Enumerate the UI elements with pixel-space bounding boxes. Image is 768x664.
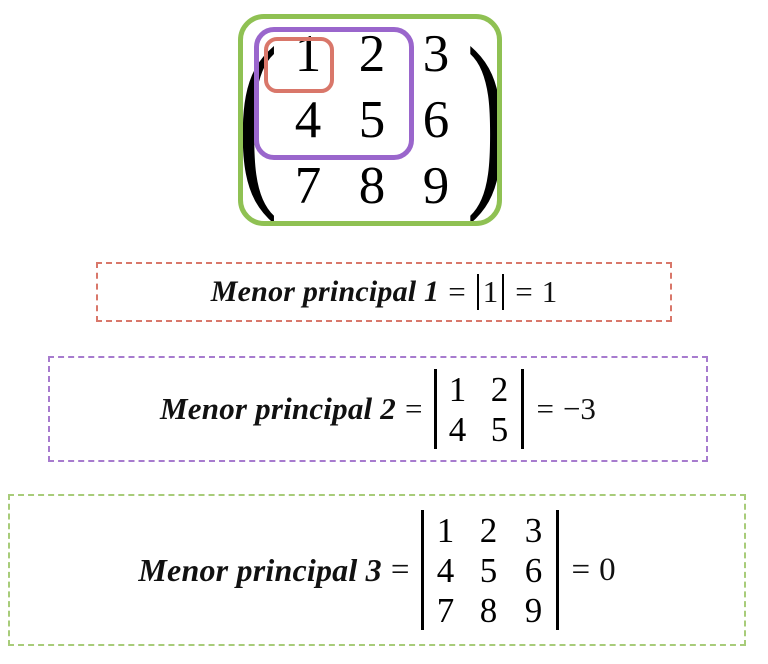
- minor-2-determinant: 1 2 4 5: [434, 369, 525, 449]
- abs-bar-left-icon: [476, 274, 479, 310]
- det-bar-right-icon: [556, 510, 560, 630]
- matrix-grid: 1 2 3 4 5 6 7 8 9: [276, 21, 468, 219]
- matrix-cell-r2c1: 4: [294, 90, 322, 149]
- minor-3-result: 0: [599, 551, 616, 588]
- det2-cell-r1c1: 1: [448, 369, 467, 409]
- minor-1-result: 1: [541, 274, 558, 309]
- matrix-cell-r2c2: 5: [358, 90, 386, 149]
- matrix-with-parentheses: ( 1 2 3 4 5 6 7 8 9 ): [237, 18, 507, 220]
- matrix-close-paren: ): [466, 7, 507, 225]
- minor-1-label: Menor principal 1: [210, 275, 440, 308]
- det3-cell-r1c2: 2: [479, 510, 498, 550]
- minor-2-equals-sign: =: [404, 391, 423, 426]
- minor-1-equals-sign: =: [448, 274, 466, 309]
- minor-1-abs-value: 1: [482, 274, 499, 309]
- det2-cell-r2c1: 4: [448, 409, 467, 449]
- det2-cell-r1c2: 2: [490, 369, 509, 409]
- minor-2-equals-sign-2: =: [536, 391, 554, 426]
- matrix-cell-r3c1: 7: [294, 156, 322, 215]
- minor-2-result: −3: [562, 391, 596, 426]
- minor-3-statement-box: Menor principal 3 = 1 2 3 4 5 6 7 8 9 = …: [8, 494, 746, 646]
- minor-2-label: Menor principal 2: [160, 391, 396, 426]
- matrix-cell-r1c2: 2: [358, 24, 386, 83]
- det3-cell-r2c1: 4: [436, 550, 455, 590]
- minor-2-determinant-grid: 1 2 4 5: [437, 369, 521, 449]
- minor-3-determinant: 1 2 3 4 5 6 7 8 9: [421, 510, 560, 630]
- minor-3-equals-sign: =: [390, 551, 410, 588]
- minor-2-equation: Menor principal 2 = 1 2 4 5 = −3: [160, 369, 596, 449]
- matrix-cell-r2c3: 6: [422, 90, 450, 149]
- det2-cell-r2c2: 5: [490, 409, 509, 449]
- det3-cell-r2c3: 6: [524, 550, 543, 590]
- det3-cell-r3c2: 8: [479, 590, 498, 630]
- matrix-cell-r3c2: 8: [358, 156, 386, 215]
- matrix-cell-r1c3: 3: [422, 24, 450, 83]
- det3-cell-r2c2: 5: [479, 550, 498, 590]
- det-bar-left-icon: [421, 510, 425, 630]
- minor-1-equals-sign-2: =: [515, 274, 533, 309]
- matrix-diagram: ( 1 2 3 4 5 6 7 8 9 ): [0, 0, 768, 240]
- minor-1-equation: Menor principal 1 = 1 = 1: [211, 274, 557, 310]
- abs-bar-right-icon: [502, 274, 505, 310]
- minor-1-statement-box: Menor principal 1 = 1 = 1: [96, 262, 672, 322]
- minor-3-equals-sign-2: =: [571, 551, 591, 588]
- minor-3-label: Menor principal 3: [138, 551, 382, 588]
- matrix-open-paren: (: [237, 7, 278, 225]
- det3-cell-r3c3: 9: [524, 590, 543, 630]
- minor-2-statement-box: Menor principal 2 = 1 2 4 5 = −3: [48, 356, 708, 462]
- det-bar-left-icon: [434, 369, 438, 449]
- matrix-cell-r1c1: 1: [294, 24, 322, 83]
- minor-3-equation: Menor principal 3 = 1 2 3 4 5 6 7 8 9 = …: [138, 510, 616, 630]
- minor-1-absolute-value: 1: [476, 274, 505, 310]
- matrix-cell-r3c3: 9: [422, 156, 450, 215]
- minor-3-determinant-grid: 1 2 3 4 5 6 7 8 9: [424, 510, 556, 630]
- det-bar-right-icon: [521, 369, 525, 449]
- det3-cell-r1c3: 3: [524, 510, 543, 550]
- det3-cell-r1c1: 1: [436, 510, 455, 550]
- det3-cell-r3c1: 7: [436, 590, 455, 630]
